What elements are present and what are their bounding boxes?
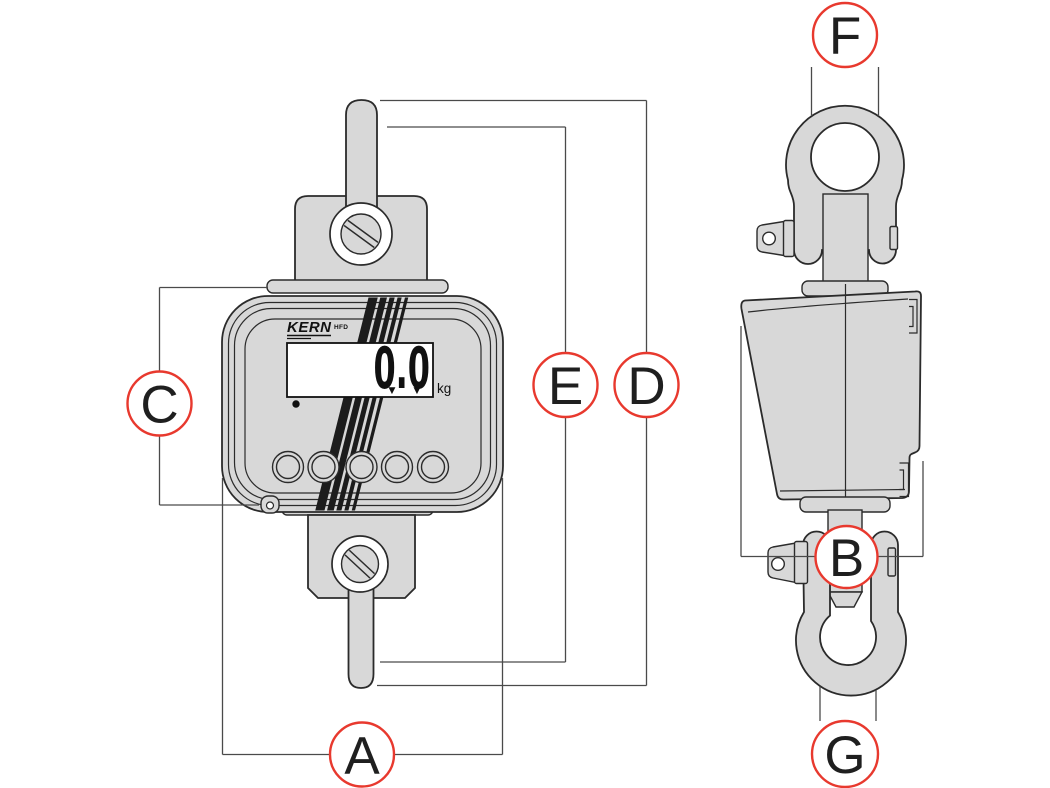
lcd-pointer-right: ▼ [414,386,421,396]
brand-logo: KERN HFD [287,319,348,340]
top-shackle-shank [822,193,869,285]
dimension-f-lines [810,67,880,116]
marker-g: G [810,719,880,788]
panel-dot [292,400,300,408]
side-top-shackle [756,104,905,297]
side-housing-top-contour [747,298,909,313]
front-top-hanger [266,99,449,294]
button-5 [416,450,450,484]
brand-name: KERN [287,319,332,336]
bottom-pin-hole [771,557,786,572]
front-bottom-hanger [307,514,416,689]
marker-f: F [811,1,879,69]
bottom-shackle-pin [767,540,897,585]
top-pin-hole [762,231,777,246]
top-bracket-flange [266,279,449,294]
side-housing-top-clip [909,298,918,334]
marker-c: C [126,370,193,437]
front-view: KERN HFD 0.0 ▼ ▼ kg [221,99,504,689]
button-2 [307,450,340,484]
front-housing: KERN HFD 0.0 ▼ ▼ kg [221,295,504,514]
side-housing-body [740,290,922,501]
top-shackle-bow [785,104,905,265]
bottom-pin-washer [793,540,809,585]
marker-d: D [613,351,680,419]
top-shackle-pin [756,219,899,258]
lcd-panel [286,342,434,398]
housing-bezel-line-1 [227,301,498,507]
marker-a: A [328,721,396,788]
brand-model: HFD [334,324,348,331]
button-4 [380,450,414,484]
dimension-markers: C A E D F B G [126,1,880,788]
marker-b: B [814,524,879,590]
side-housing [740,284,922,508]
marker-d-label: D [627,357,665,416]
button-1 [271,450,305,484]
marker-e-label: E [548,357,583,416]
top-eye-rod [345,99,378,219]
lcd-pointer-left: ▼ [389,386,396,396]
marker-e: E [532,351,599,419]
dimension-g-lines [819,686,877,721]
lcd-display: 0.0 ▼ ▼ kg [286,335,451,402]
lcd-unit-label: kg [437,381,451,396]
front-buttons [271,450,450,484]
button-3 [345,450,378,484]
bottom-pin-stub [887,547,897,577]
marker-f-label: F [829,7,861,66]
lcd-value: 0.0 [373,335,430,402]
marker-b-label: B [829,529,864,588]
top-pin-washer [782,219,795,258]
bottom-screw [340,544,380,584]
front-panel-edge [244,318,482,494]
side-housing-bottom-contour [779,488,906,492]
bottom-shank-tip [826,591,864,608]
housing-bezel-line-2 [233,307,492,501]
top-screw-slot [342,218,380,252]
bottom-screw-slot [343,548,377,581]
side-view [740,104,922,697]
marker-a-label: A [344,727,380,786]
marker-c-label: C [140,376,178,435]
marker-g-label: G [824,726,865,785]
top-screw [340,213,382,255]
top-pin-stub [889,225,899,251]
housing-corner-tab [260,495,280,514]
side-housing-bottom-clip [899,462,910,498]
